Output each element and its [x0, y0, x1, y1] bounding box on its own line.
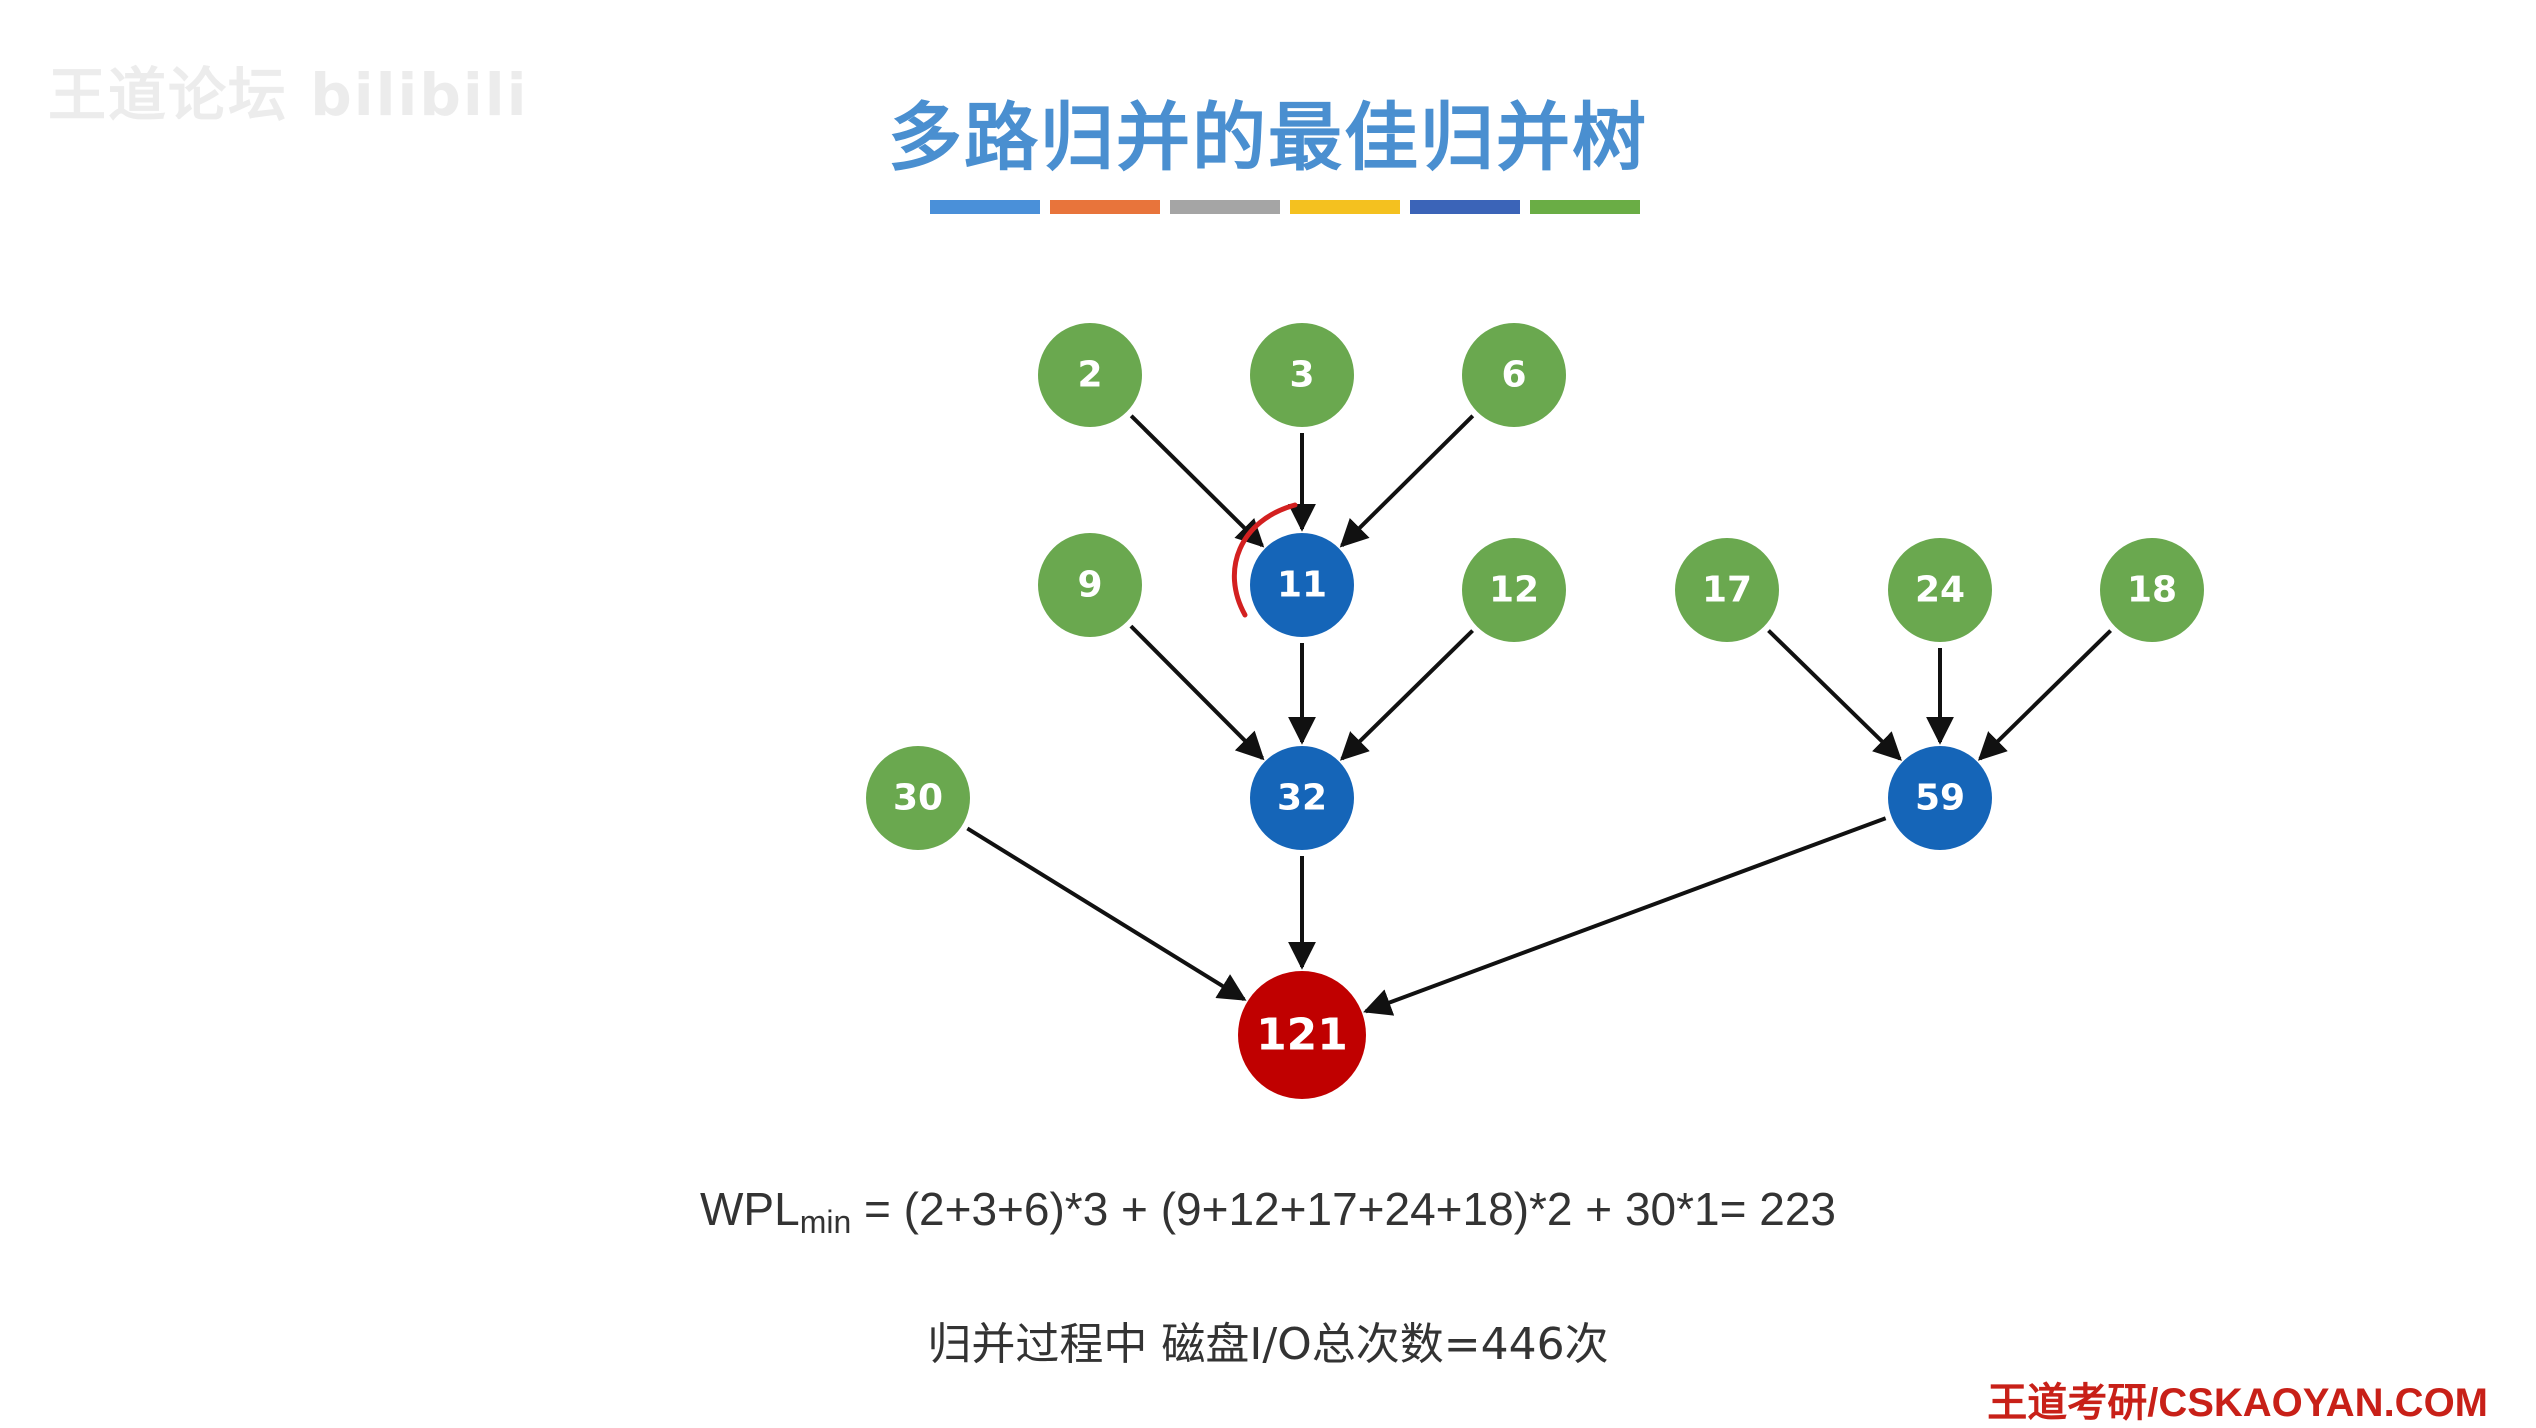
tree-node-121: 121: [1238, 971, 1366, 1099]
tree-node-6: 6: [1462, 323, 1566, 427]
tree-node-circle: [1675, 538, 1779, 642]
tree-node-label: 121: [1256, 1010, 1348, 1061]
color-bar-segment: [1530, 200, 1640, 214]
wpl-formula-rhs: = (2+3+6)*3 + (9+12+17+24+18)*2 + 30*1= …: [851, 1183, 1836, 1235]
tree-node-9: 9: [1038, 533, 1142, 637]
tree-edge-n6-n11: [1339, 414, 1475, 548]
tree-node-label: 59: [1915, 778, 1965, 819]
tree-node-30: 30: [866, 746, 970, 850]
wpl-formula-lhs: WPL: [700, 1183, 800, 1235]
tree-node-circle: [1250, 533, 1354, 637]
watermark-logo: 王道论坛 bilibili: [48, 61, 529, 129]
tree-edge-n18-n59: [1977, 629, 2112, 761]
tree-node-label: 2: [1077, 355, 1102, 396]
tree-node-circle: [866, 746, 970, 850]
tree-node-label: 6: [1501, 355, 1526, 396]
tree-node-label: 18: [2127, 570, 2177, 611]
tree-edge-n2-n11: [1129, 414, 1265, 548]
tree-node-label: 17: [1702, 570, 1752, 611]
tree-node-2: 2: [1038, 323, 1142, 427]
tree-node-18: 18: [2100, 538, 2204, 642]
wpl-formula: WPLmin = (2+3+6)*3 + (9+12+17+24+18)*2 +…: [0, 1182, 2536, 1241]
tree-node-24: 24: [1888, 538, 1992, 642]
color-bar-segment: [1170, 200, 1280, 214]
tree-node-12: 12: [1462, 538, 1566, 642]
title-color-bar: [930, 200, 1640, 214]
tree-node-17: 17: [1675, 538, 1779, 642]
tree-node-circle: [1462, 538, 1566, 642]
tree-edge-n9-n32: [1129, 624, 1265, 761]
tree-node-11: 11: [1250, 533, 1354, 637]
tree-edge-n17-n59: [1767, 629, 1902, 761]
tree-node-circle: [1250, 323, 1354, 427]
tree-node-circle: [1238, 971, 1366, 1099]
tree-node-label: 32: [1277, 778, 1327, 819]
tree-node-circle: [1888, 746, 1992, 850]
tree-node-circle: [1888, 538, 1992, 642]
tree-node-label: 30: [893, 778, 943, 819]
wpl-formula-subscript: min: [799, 1204, 852, 1240]
tree-node-label: 11: [1277, 565, 1327, 606]
color-bar-segment: [930, 200, 1040, 214]
color-bar-segment: [1050, 200, 1160, 214]
disk-io-summary: 归并过程中 磁盘I/O总次数=446次: [927, 1319, 1609, 1370]
tree-node-3: 3: [1250, 323, 1354, 427]
footer-brand: 王道考研/CSKAOYAN.COM: [1987, 1381, 2488, 1425]
color-bar-segment: [1290, 200, 1400, 214]
tree-node-circle: [1462, 323, 1566, 427]
tree-edge-n59-n121: [1363, 816, 1887, 1016]
tree-node-circle: [1038, 323, 1142, 427]
color-bar-segment: [1410, 200, 1520, 214]
tree-node-32: 32: [1250, 746, 1354, 850]
tree-node-label: 24: [1915, 570, 1965, 611]
handwritten-annotation-mark: [1231, 502, 1298, 618]
tree-edge-n30-n121: [966, 826, 1247, 1001]
tree-node-label: 9: [1077, 565, 1102, 606]
tree-node-label: 12: [1489, 570, 1539, 611]
page-title: 多路归并的最佳归并树: [888, 95, 1648, 181]
tree-node-59: 59: [1888, 746, 1992, 850]
tree-node-circle: [2100, 538, 2204, 642]
tree-edge-n12-n32: [1339, 629, 1474, 761]
tree-node-circle: [1038, 533, 1142, 637]
tree-node-label: 3: [1289, 355, 1314, 396]
tree-node-circle: [1250, 746, 1354, 850]
